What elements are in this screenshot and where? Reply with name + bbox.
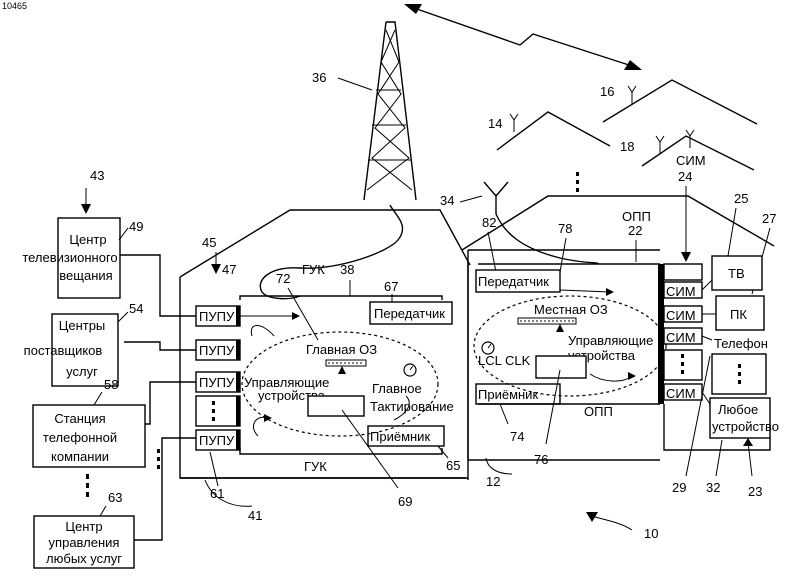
phone-station-line3: компании <box>51 449 109 464</box>
ref-12: 12 <box>486 474 500 489</box>
gyk-bottom-bus <box>240 448 442 454</box>
system-leader-10 <box>592 516 632 530</box>
ref-16: 16 <box>600 84 614 99</box>
local-memory-bar <box>518 318 576 324</box>
sim-slot-top <box>664 264 702 280</box>
ref-41: 41 <box>248 508 262 523</box>
ref-82: 82 <box>482 215 496 230</box>
tv-center-line3: вещания <box>59 268 112 283</box>
pupu-box-more <box>196 396 240 426</box>
sim-ellipsis <box>681 354 684 374</box>
arrow-43-head <box>81 204 91 214</box>
sim-label-2: СИМ <box>666 308 696 323</box>
broadcast-tower <box>260 22 416 299</box>
watermark-text: 10465 <box>2 1 27 11</box>
ref-72: 72 <box>276 271 290 286</box>
ref-65: 65 <box>446 458 460 473</box>
ref-38: 38 <box>340 262 354 277</box>
ellipsis-dots <box>576 172 579 192</box>
ref-69: 69 <box>398 494 412 509</box>
ref-27: 27 <box>762 211 776 226</box>
ref-25: 25 <box>734 191 748 206</box>
pupu-label-4: ПУПУ <box>199 433 235 448</box>
pupu-ellipsis <box>212 401 215 421</box>
home-antenna <box>484 182 598 264</box>
ref-34: 34 <box>440 193 454 208</box>
any-services-line3: любых услуг <box>46 551 122 566</box>
ref-54: 54 <box>129 301 143 316</box>
ref-43: 43 <box>90 168 104 183</box>
ref-10: 10 <box>644 526 658 541</box>
ref-14: 14 <box>488 116 502 131</box>
ref-76: 76 <box>534 452 548 467</box>
tv-device-label: ТВ <box>728 266 745 281</box>
ref-18: 18 <box>620 139 634 154</box>
ref-36: 36 <box>312 70 326 85</box>
tv-center-line1: Центр <box>69 232 106 247</box>
phone-station-line1: Станция <box>54 411 105 426</box>
ref-67: 67 <box>384 279 398 294</box>
phone-device-label: Телефон <box>714 336 768 351</box>
distant-house-16 <box>603 80 757 124</box>
hub-controllers-box <box>308 396 364 416</box>
pupu-label-3: ПУПУ <box>199 375 235 390</box>
sim-label-4: СИМ <box>666 386 696 401</box>
ref-leader-36 <box>338 78 372 90</box>
phone-station-line2: телефонной <box>43 430 117 445</box>
home-transmitter-label: Передатчик <box>478 274 549 289</box>
main-memory-label: Главная ОЗ <box>306 342 377 357</box>
pupu-label-2: ПУПУ <box>199 343 235 358</box>
ref-49: 49 <box>129 219 143 234</box>
hub-transmitter-label: Передатчик <box>374 306 445 321</box>
home-receiver-label: Приёмник <box>478 387 538 402</box>
providers-line2: поставщиков <box>24 343 103 358</box>
any-device-line1: Любое <box>718 402 758 417</box>
ref-22: 22 <box>628 223 642 238</box>
ref-58: 58 <box>104 377 118 392</box>
gyk-bottom-label: ГУК <box>304 459 327 474</box>
lcl-clk-label: LCL CLK <box>478 353 531 368</box>
pupu-label-1: ПУПУ <box>199 309 235 324</box>
source-connections <box>120 255 196 540</box>
sim-roof-label: СИМ <box>676 153 706 168</box>
ref-29: 29 <box>672 480 686 495</box>
any-device-line2: устройство <box>712 419 779 434</box>
ref-23: 23 <box>748 484 762 499</box>
providers-line1: Центры <box>59 318 106 333</box>
main-clock-line2: Тактирование <box>370 399 454 414</box>
distant-house-14 <box>497 112 610 150</box>
opp-bottom-label: ОПП <box>584 404 613 419</box>
gyk-top-bus <box>240 296 442 300</box>
local-memory-label: Местная ОЗ <box>534 302 608 317</box>
sim-rail <box>658 264 664 404</box>
ref-24: 24 <box>678 169 692 184</box>
ref-47: 47 <box>222 262 236 277</box>
sim-label-3: СИМ <box>666 330 696 345</box>
radio-link <box>404 4 642 70</box>
ref-78: 78 <box>558 221 572 236</box>
home-controllers-box <box>536 356 586 378</box>
ref-32: 32 <box>706 480 720 495</box>
opp-top-label: ОПП <box>622 209 651 224</box>
tv-center-line2: телевизионного <box>22 250 117 265</box>
providers-line3: услуг <box>66 364 98 379</box>
home-controllers-line1: Управляющие <box>568 333 653 348</box>
ref-74: 74 <box>510 429 524 444</box>
ref-61: 61 <box>210 486 224 501</box>
gyk-top-label: ГУК <box>302 262 325 277</box>
any-services-line2: управления <box>49 535 120 550</box>
pc-device-label: ПК <box>730 307 747 322</box>
devices-ellipsis <box>738 364 741 384</box>
sim-label-1: СИМ <box>666 284 696 299</box>
ref-45: 45 <box>202 235 216 250</box>
ref-63: 63 <box>108 490 122 505</box>
any-services-line1: Центр <box>65 519 102 534</box>
main-clock-line1: Главное <box>372 381 422 396</box>
